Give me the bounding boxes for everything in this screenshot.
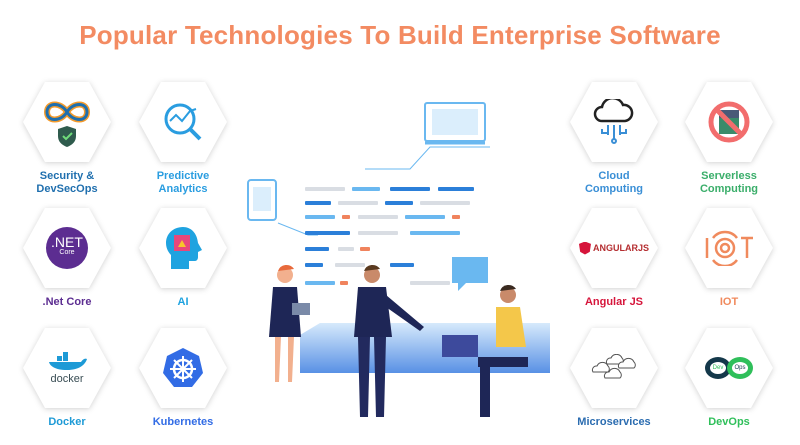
tile-iot: IOT <box>674 208 784 309</box>
tile-label: Microservices <box>577 416 651 428</box>
man-standing-figure <box>354 264 424 417</box>
tile-serverless-computing: Serverless Computing <box>674 82 784 196</box>
tile-label: Predictive Analytics <box>156 170 210 195</box>
docker-whale-icon: docker <box>23 328 111 408</box>
microservices-clouds-icon <box>570 328 658 408</box>
tile-label: AI <box>177 296 189 308</box>
tile-label: Security & DevSecOps <box>36 170 98 195</box>
kubernetes-wheel-icon <box>139 328 227 408</box>
team-illustration <box>240 95 550 440</box>
angularjs-icon: ANGULARJS <box>570 208 658 288</box>
page-title: Popular Technologies To Build Enterprise… <box>79 20 721 50</box>
tile-security-devsecops: Security & DevSecOps <box>12 82 122 196</box>
tile-ai: AI <box>128 208 238 309</box>
tile-angularjs: ANGULARJS Angular JS <box>559 208 669 309</box>
man-sitting-figure <box>442 284 528 417</box>
tile-label: Serverless Computing <box>699 170 759 195</box>
devsecops-shield-icon <box>23 82 111 162</box>
tile-docker: docker Docker <box>12 328 122 429</box>
dotnet-logo-text: .NET <box>51 234 83 250</box>
tile-kubernetes: Kubernetes <box>128 328 238 429</box>
illustration-graphic <box>247 102 550 417</box>
tile-label: Kubernetes <box>152 416 214 428</box>
devops-infinity-icon: Dev Ops <box>685 328 773 408</box>
tile-devops: Dev Ops DevOps <box>674 328 784 429</box>
tile-predictive-analytics: Predictive Analytics <box>128 82 238 196</box>
iot-icon <box>685 208 773 288</box>
tile-label: DevOps <box>708 416 750 428</box>
tile-label: IOT <box>719 296 739 308</box>
woman-figure <box>269 264 310 382</box>
tile-microservices: Microservices <box>559 328 669 429</box>
angularjs-logo-text: ANGULARJS <box>592 243 649 253</box>
tile-label: .Net Core <box>42 296 92 308</box>
dotnet-logo-sub: Core <box>59 249 75 256</box>
docker-logo-text: docker <box>50 372 84 385</box>
no-server-icon <box>685 82 773 162</box>
tile-label: Docker <box>48 416 86 428</box>
devops-logo-ops: Ops <box>727 357 753 379</box>
tile-label: Cloud Computing <box>584 170 644 195</box>
tile-label: Angular JS <box>584 296 644 308</box>
tile-cloud-computing: Cloud Computing <box>559 82 669 196</box>
cloud-network-icon <box>570 82 658 162</box>
analytics-magnifier-icon <box>139 82 227 162</box>
ai-head-chip-icon <box>139 208 227 288</box>
